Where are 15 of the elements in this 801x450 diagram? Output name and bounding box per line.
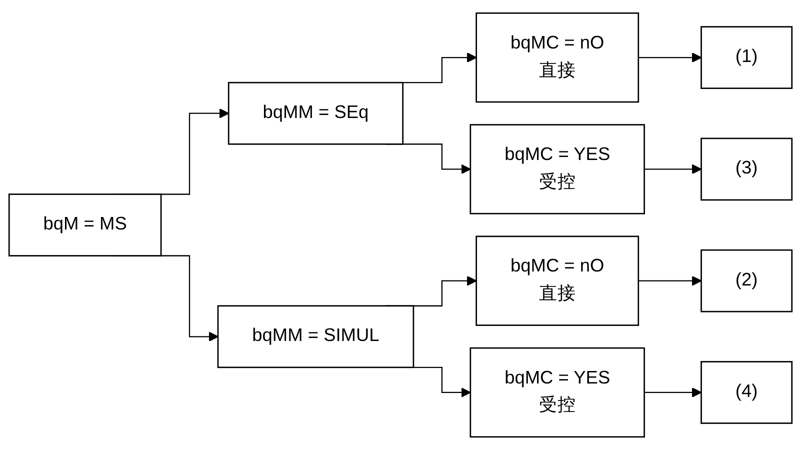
node-box: (2) (700, 249, 793, 312)
arrow (638, 276, 702, 286)
node-box: bqMC = YES 受控 (470, 124, 645, 214)
node-box: (3) (700, 138, 793, 201)
node-box: bqMC = nO 直接 (476, 236, 640, 326)
node-box: bqMC = nO 直接 (476, 12, 640, 103)
arrow (644, 387, 702, 398)
arrow (638, 52, 702, 63)
node-box: bqMM = SEq (228, 82, 404, 145)
node-box: bqM = MS (8, 194, 162, 256)
node-box: (1) (700, 26, 793, 89)
node-box: (4) (700, 361, 793, 424)
node-box: bqMC = YES 受控 (470, 347, 645, 438)
arrow (644, 164, 702, 174)
node-box: bqMM = SIMUL (217, 305, 414, 368)
